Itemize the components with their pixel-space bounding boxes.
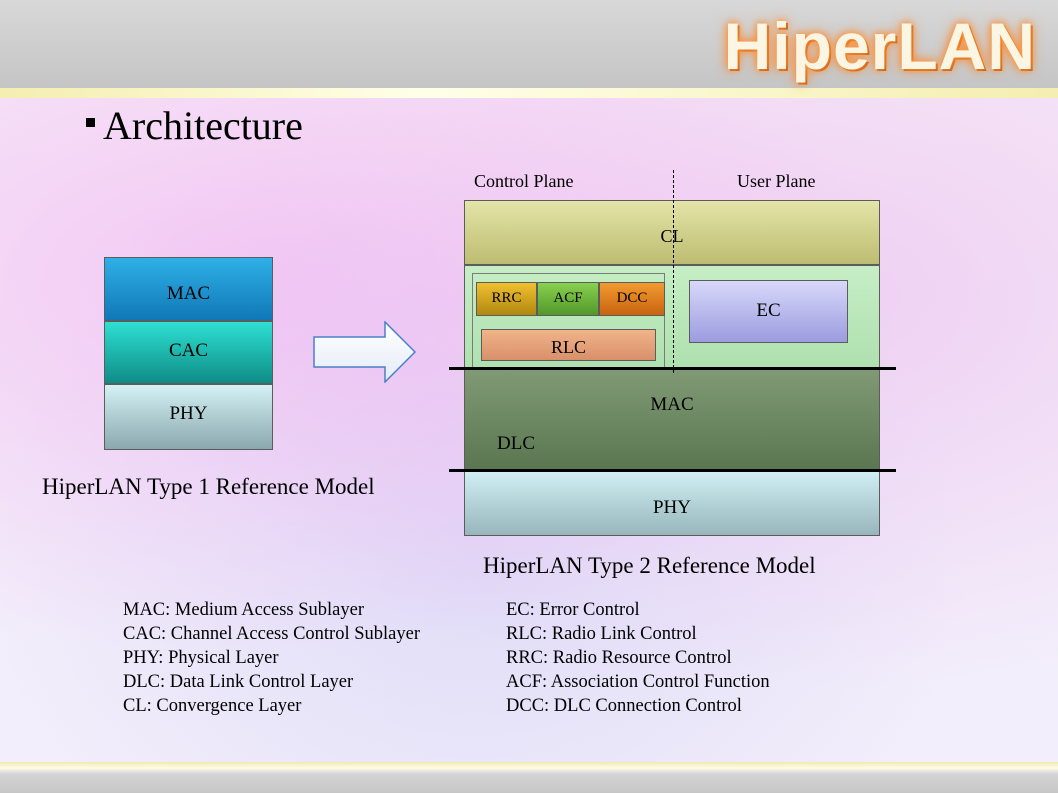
- ec-label: EC: [756, 300, 781, 321]
- legend-item: DLC: Data Link Control Layer: [123, 672, 354, 692]
- type2-mac-label: MAC: [650, 394, 694, 415]
- rlc-label: RLC: [550, 337, 586, 357]
- bullet-icon: [86, 118, 95, 127]
- type2-cl-label: CL: [660, 226, 684, 246]
- dlc-label: DLC: [497, 433, 535, 454]
- header-stripe: [0, 88, 1058, 98]
- slide-title: Architecture: [103, 103, 303, 148]
- legend-item: DCC: DLC Connection Control: [506, 696, 742, 716]
- acf-label: ACF: [553, 290, 583, 306]
- legend-item: PHY: Physical Layer: [123, 648, 279, 668]
- legend-right: EC: Error Control RLC: Radio Link Contro…: [506, 598, 770, 718]
- rlc-block: RLC: [481, 329, 656, 361]
- type2-phy-layer: PHY: [464, 471, 880, 536]
- legend-item: RRC: Radio Resource Control: [506, 648, 732, 668]
- type2-caption: HiperLAN Type 2 Reference Model: [483, 553, 816, 578]
- legend-item: CL: Convergence Layer: [123, 696, 302, 716]
- legend-item: CAC: Channel Access Control Sublayer: [123, 624, 420, 644]
- acf-block: ACF: [537, 282, 599, 316]
- type2-cl-layer: CL: [464, 200, 880, 265]
- type2-mac-layer: MAC: [464, 370, 880, 471]
- transition-arrow-icon: [313, 321, 417, 383]
- type1-cac-layer: CAC: [104, 321, 273, 384]
- dcc-label: DCC: [616, 290, 648, 306]
- rrc-label: RRC: [491, 290, 522, 306]
- dlc-top-boundary: [449, 367, 896, 370]
- type1-mac-layer: MAC: [104, 257, 273, 321]
- type1-cac-label: CAC: [168, 340, 209, 361]
- dcc-block: DCC: [599, 282, 665, 316]
- type2-phy-label: PHY: [652, 497, 691, 518]
- slide-header-bar: [0, 0, 1058, 92]
- type1-phy-layer: PHY: [104, 384, 273, 450]
- plane-divider: [673, 170, 674, 373]
- ec-block: EC: [689, 280, 848, 343]
- type1-phy-label: PHY: [169, 403, 208, 424]
- rrc-block: RRC: [476, 282, 537, 316]
- dlc-bottom-boundary: [449, 469, 896, 472]
- legend-item: MAC: Medium Access Sublayer: [123, 600, 364, 620]
- legend-item: RLC: Radio Link Control: [506, 624, 697, 644]
- type1-mac-label: MAC: [166, 283, 211, 304]
- legend-item: EC: Error Control: [506, 600, 640, 620]
- legend-item: ACF: Association Control Function: [506, 672, 770, 692]
- control-plane-label: Control Plane: [474, 171, 574, 191]
- hiperlan-logo: HiperLAN: [723, 9, 1036, 83]
- user-plane-label: User Plane: [737, 171, 816, 191]
- type1-caption: HiperLAN Type 1 Reference Model: [42, 474, 375, 499]
- slide-footer-bar: [0, 762, 1058, 793]
- legend-left: MAC: Medium Access Sublayer CAC: Channel…: [123, 598, 420, 718]
